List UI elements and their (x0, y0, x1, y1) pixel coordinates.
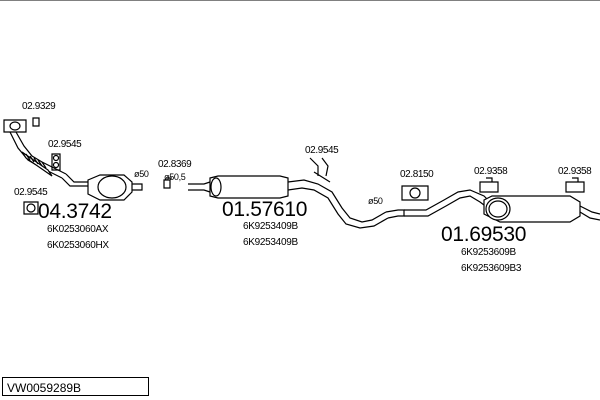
middle-pipe-muffler (188, 175, 405, 229)
hanger-icon (51, 153, 61, 171)
reference-number: VW0059289B (7, 381, 82, 395)
pipe-diameter: ø50,5 (164, 172, 186, 182)
clamp-icon (163, 177, 172, 189)
oem-reference: 6K9253609B3 (461, 263, 522, 274)
hanger-icon (309, 157, 331, 183)
accessory-code: 02.9545 (14, 187, 48, 198)
oem-reference: 6K0253060HX (47, 240, 109, 251)
part-number: 04.3742 (38, 200, 112, 223)
accessory-code: 02.9358 (558, 166, 592, 177)
oem-reference: 6K9253409B (243, 221, 298, 232)
accessory-code: 02.9358 (474, 166, 508, 177)
oem-reference: 6K9253609B (461, 247, 516, 258)
oem-reference: 6K9253409B (243, 237, 298, 248)
hanger-icon (565, 177, 585, 193)
hanger-icon (479, 177, 499, 193)
rear-pipe-muffler (404, 189, 600, 223)
oem-reference: 6K0253060AX (47, 224, 109, 235)
part-number: 01.69530 (441, 223, 527, 246)
reference-box: VW0059289B (2, 377, 149, 396)
front-pipe-catalyst (9, 131, 143, 201)
part-number: 01.57610 (222, 198, 308, 221)
gasket-icon (3, 117, 40, 133)
pipe-diameter: ø50 (368, 196, 383, 206)
hanger-icon (23, 201, 39, 215)
accessory-code: 02.9545 (305, 145, 339, 156)
pipe-diameter: ø50 (134, 169, 149, 179)
accessory-code: 02.9329 (22, 101, 56, 112)
accessory-code: 02.8150 (400, 169, 434, 180)
mounting-rubber-icon (401, 185, 429, 201)
accessory-code: 02.9545 (48, 139, 82, 150)
accessory-code: 02.8369 (158, 159, 192, 170)
